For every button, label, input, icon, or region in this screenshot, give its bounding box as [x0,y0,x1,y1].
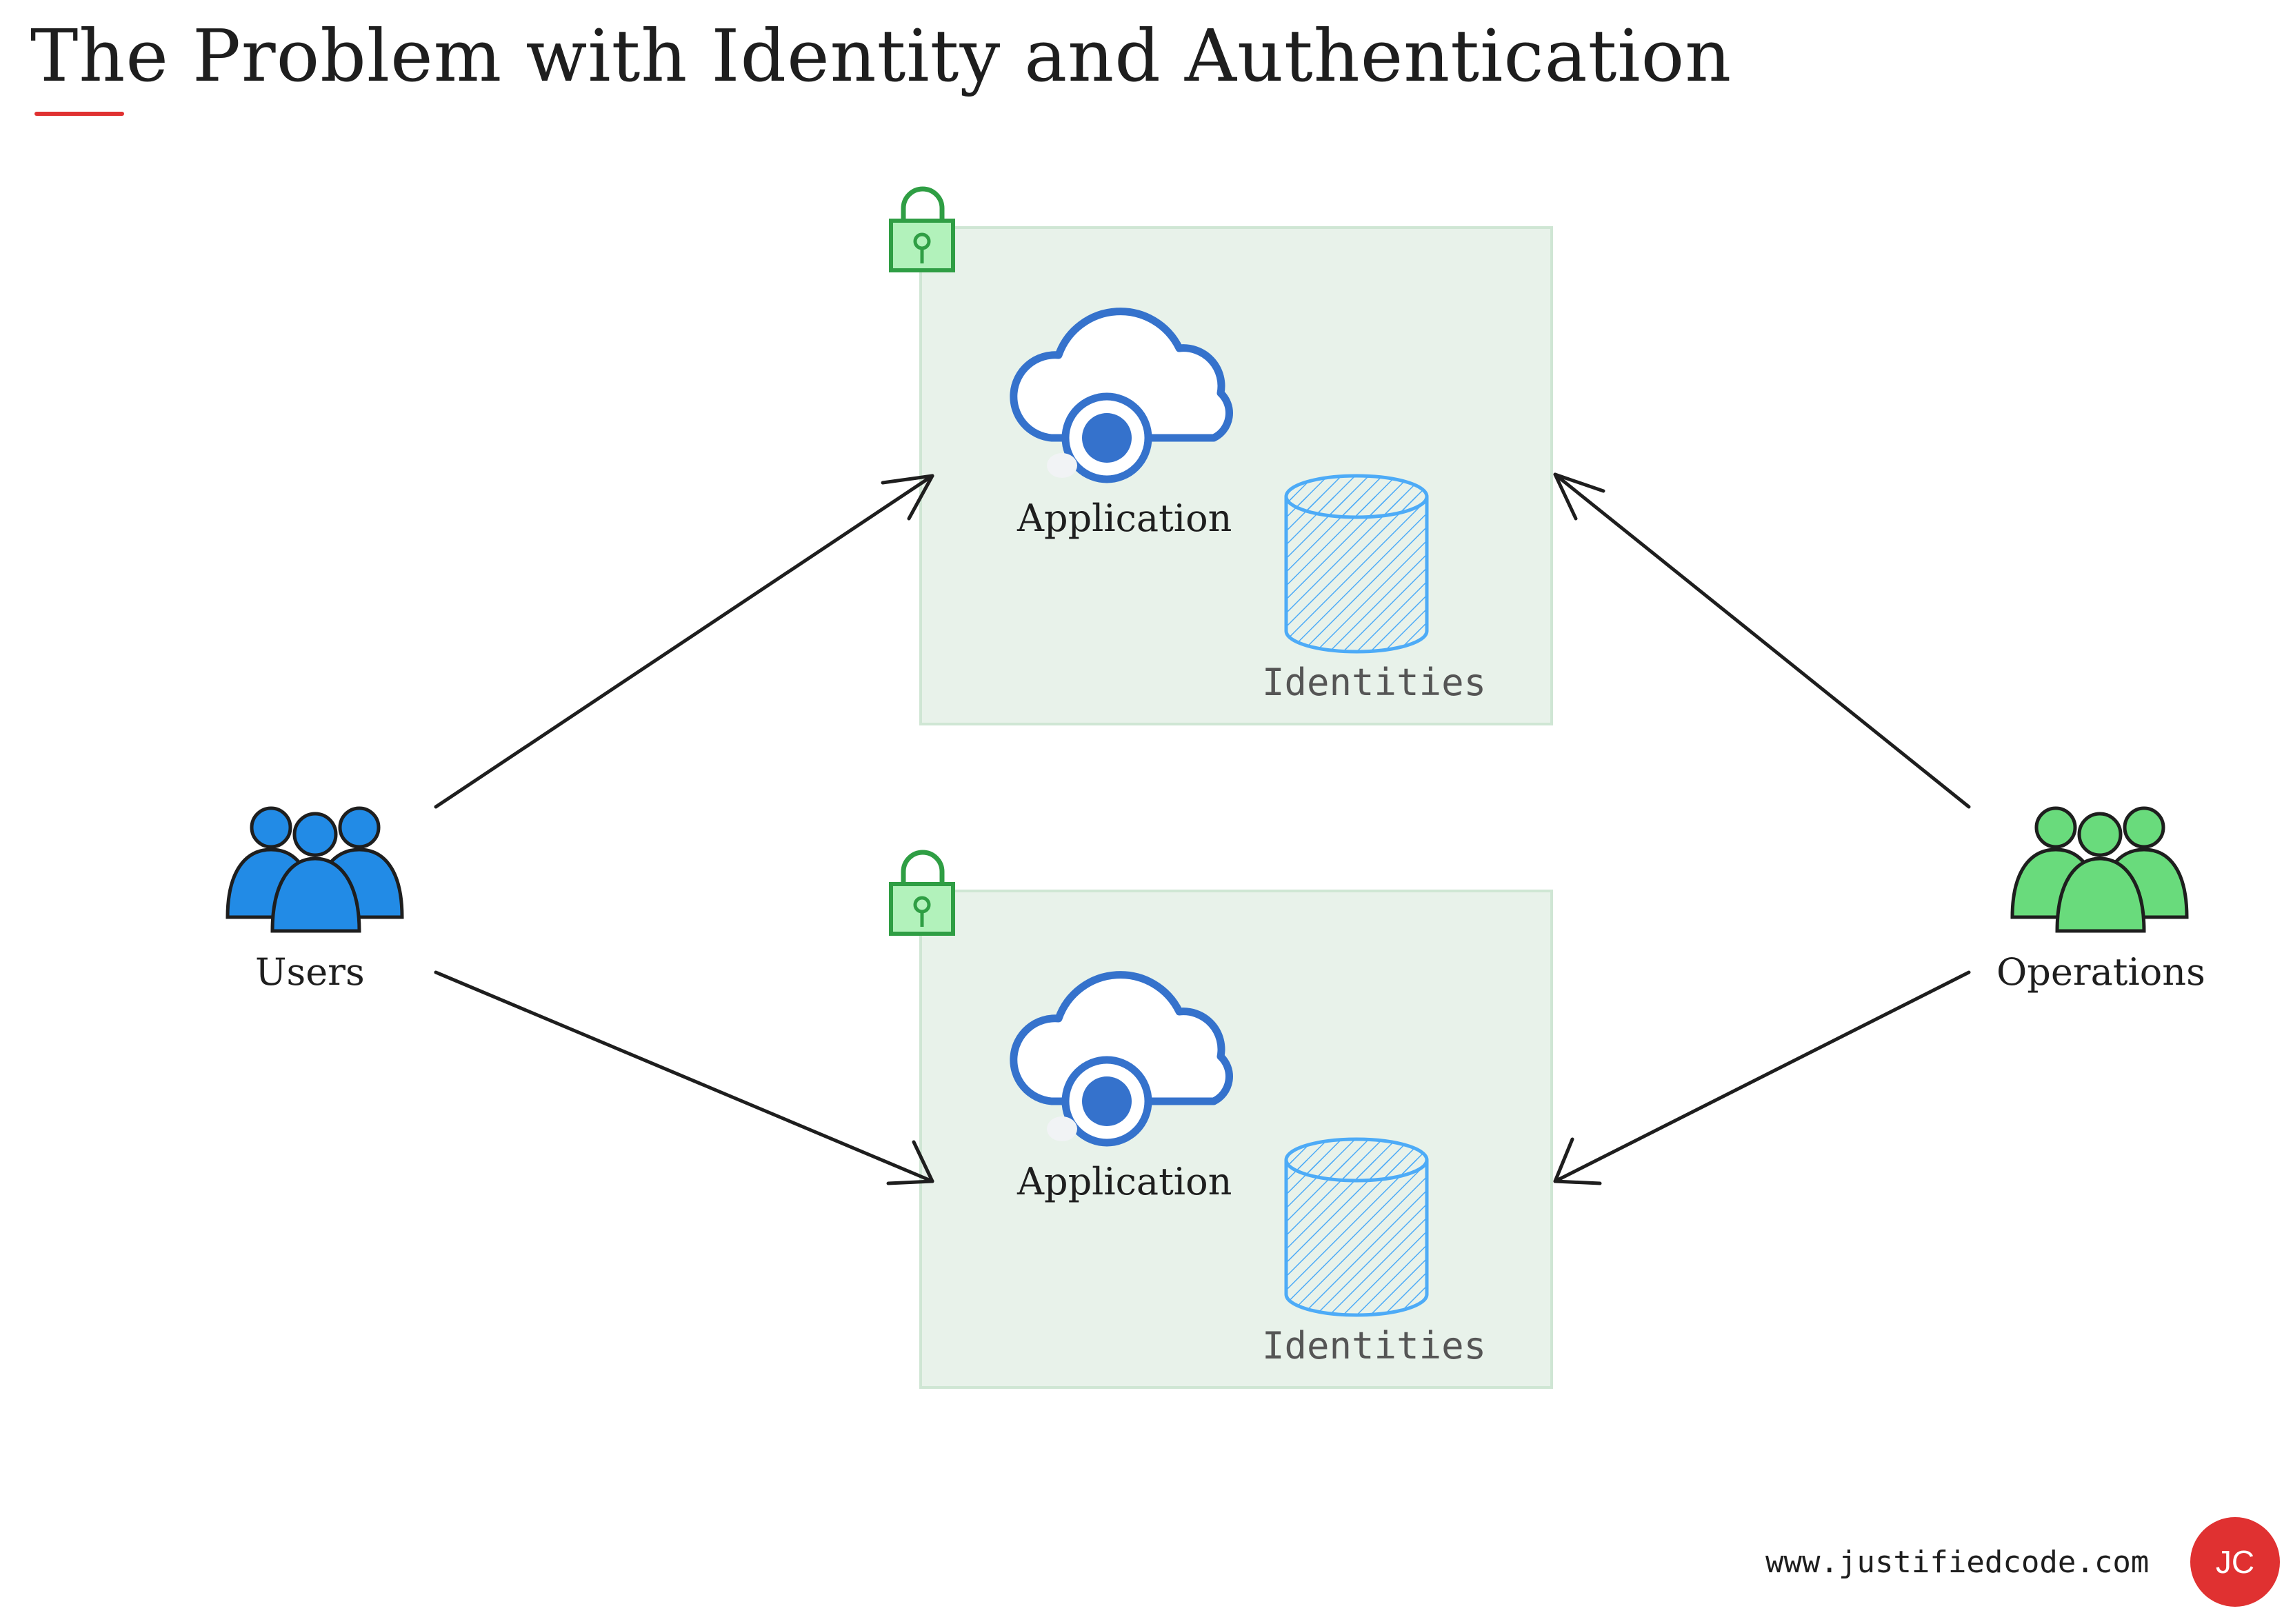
identities-label-1: Identities [1262,661,1487,704]
operations-group-icon [2010,806,2189,933]
footer-url[interactable]: www.justifiedcode.com [1765,1545,2150,1580]
operations-label: Operations [1996,950,2205,994]
title-underline [34,112,124,116]
lock-icon [889,186,955,272]
lock-icon [889,850,955,936]
arrow-operations-to-app-2 [1553,970,1971,1185]
cloud-app-icon [1010,971,1233,1147]
brand-logo: JC [2190,1517,2280,1607]
users-label: Users [255,950,365,994]
secure-zone-2 [889,850,1553,1389]
database-icon [1284,1137,1429,1317]
diagram-title: The Problem with Identity and Authentica… [30,14,1732,98]
app-label-2: Application [1017,1160,1232,1203]
secure-zone-1 [889,186,1553,725]
users-group-icon [226,806,404,933]
arrow-users-to-app-2 [434,970,934,1185]
zone-box [919,890,1553,1389]
database-icon [1284,474,1429,654]
arrow-users-to-app-1 [434,474,934,809]
app-label-1: Application [1017,497,1232,540]
arrow-operations-to-app-1 [1553,472,1971,809]
identities-label-2: Identities [1262,1324,1487,1367]
zone-box [919,226,1553,725]
cloud-app-icon [1010,308,1233,483]
